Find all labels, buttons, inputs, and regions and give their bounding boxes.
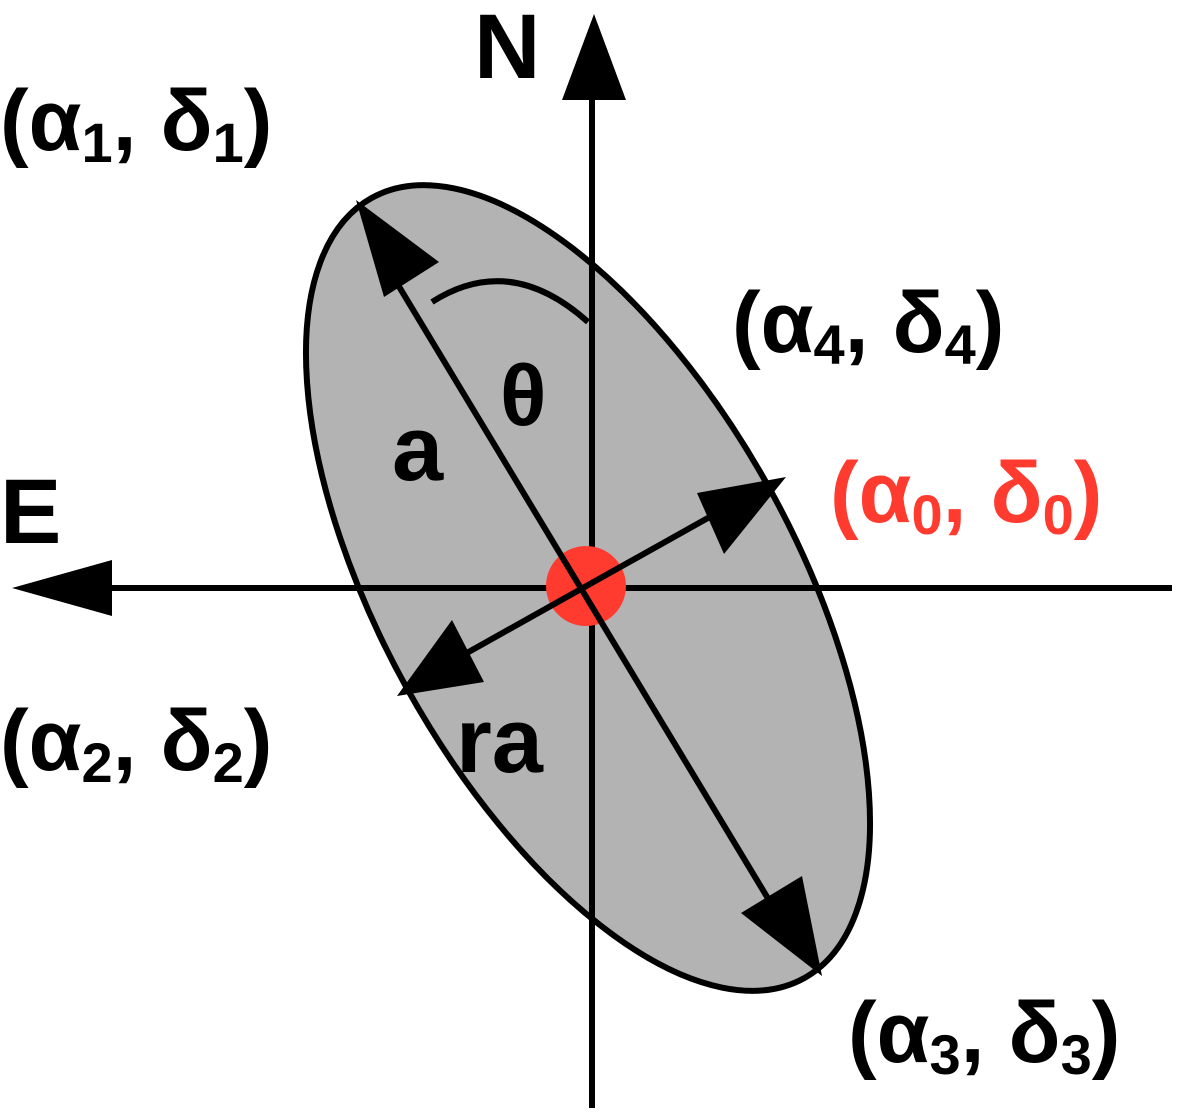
major-axis-line xyxy=(377,253,793,937)
theta-label: θ xyxy=(500,348,547,444)
major-arrowhead-lower xyxy=(741,876,822,976)
point-4-label: (α4, δ4) xyxy=(732,275,1004,376)
point-3-label: (α3, δ3) xyxy=(848,985,1120,1086)
theta-arc xyxy=(430,278,591,325)
semi-minor-label: ra xyxy=(456,690,544,792)
north-arrowhead xyxy=(562,14,626,100)
minor-arrowhead-right xyxy=(697,477,786,554)
east-arrowhead xyxy=(12,560,112,616)
north-label: N xyxy=(474,0,540,98)
point-2-label: (α2, δ2) xyxy=(0,693,272,794)
major-arrowhead-upper xyxy=(356,200,439,297)
point-1-label: (α1, δ1) xyxy=(0,73,272,174)
point-0-label: (α0, δ0) xyxy=(830,445,1102,546)
minor-axis-line xyxy=(438,497,742,671)
minor-arrowhead-left xyxy=(397,620,484,696)
semi-major-label: a xyxy=(392,398,444,500)
east-label: E xyxy=(0,461,61,563)
